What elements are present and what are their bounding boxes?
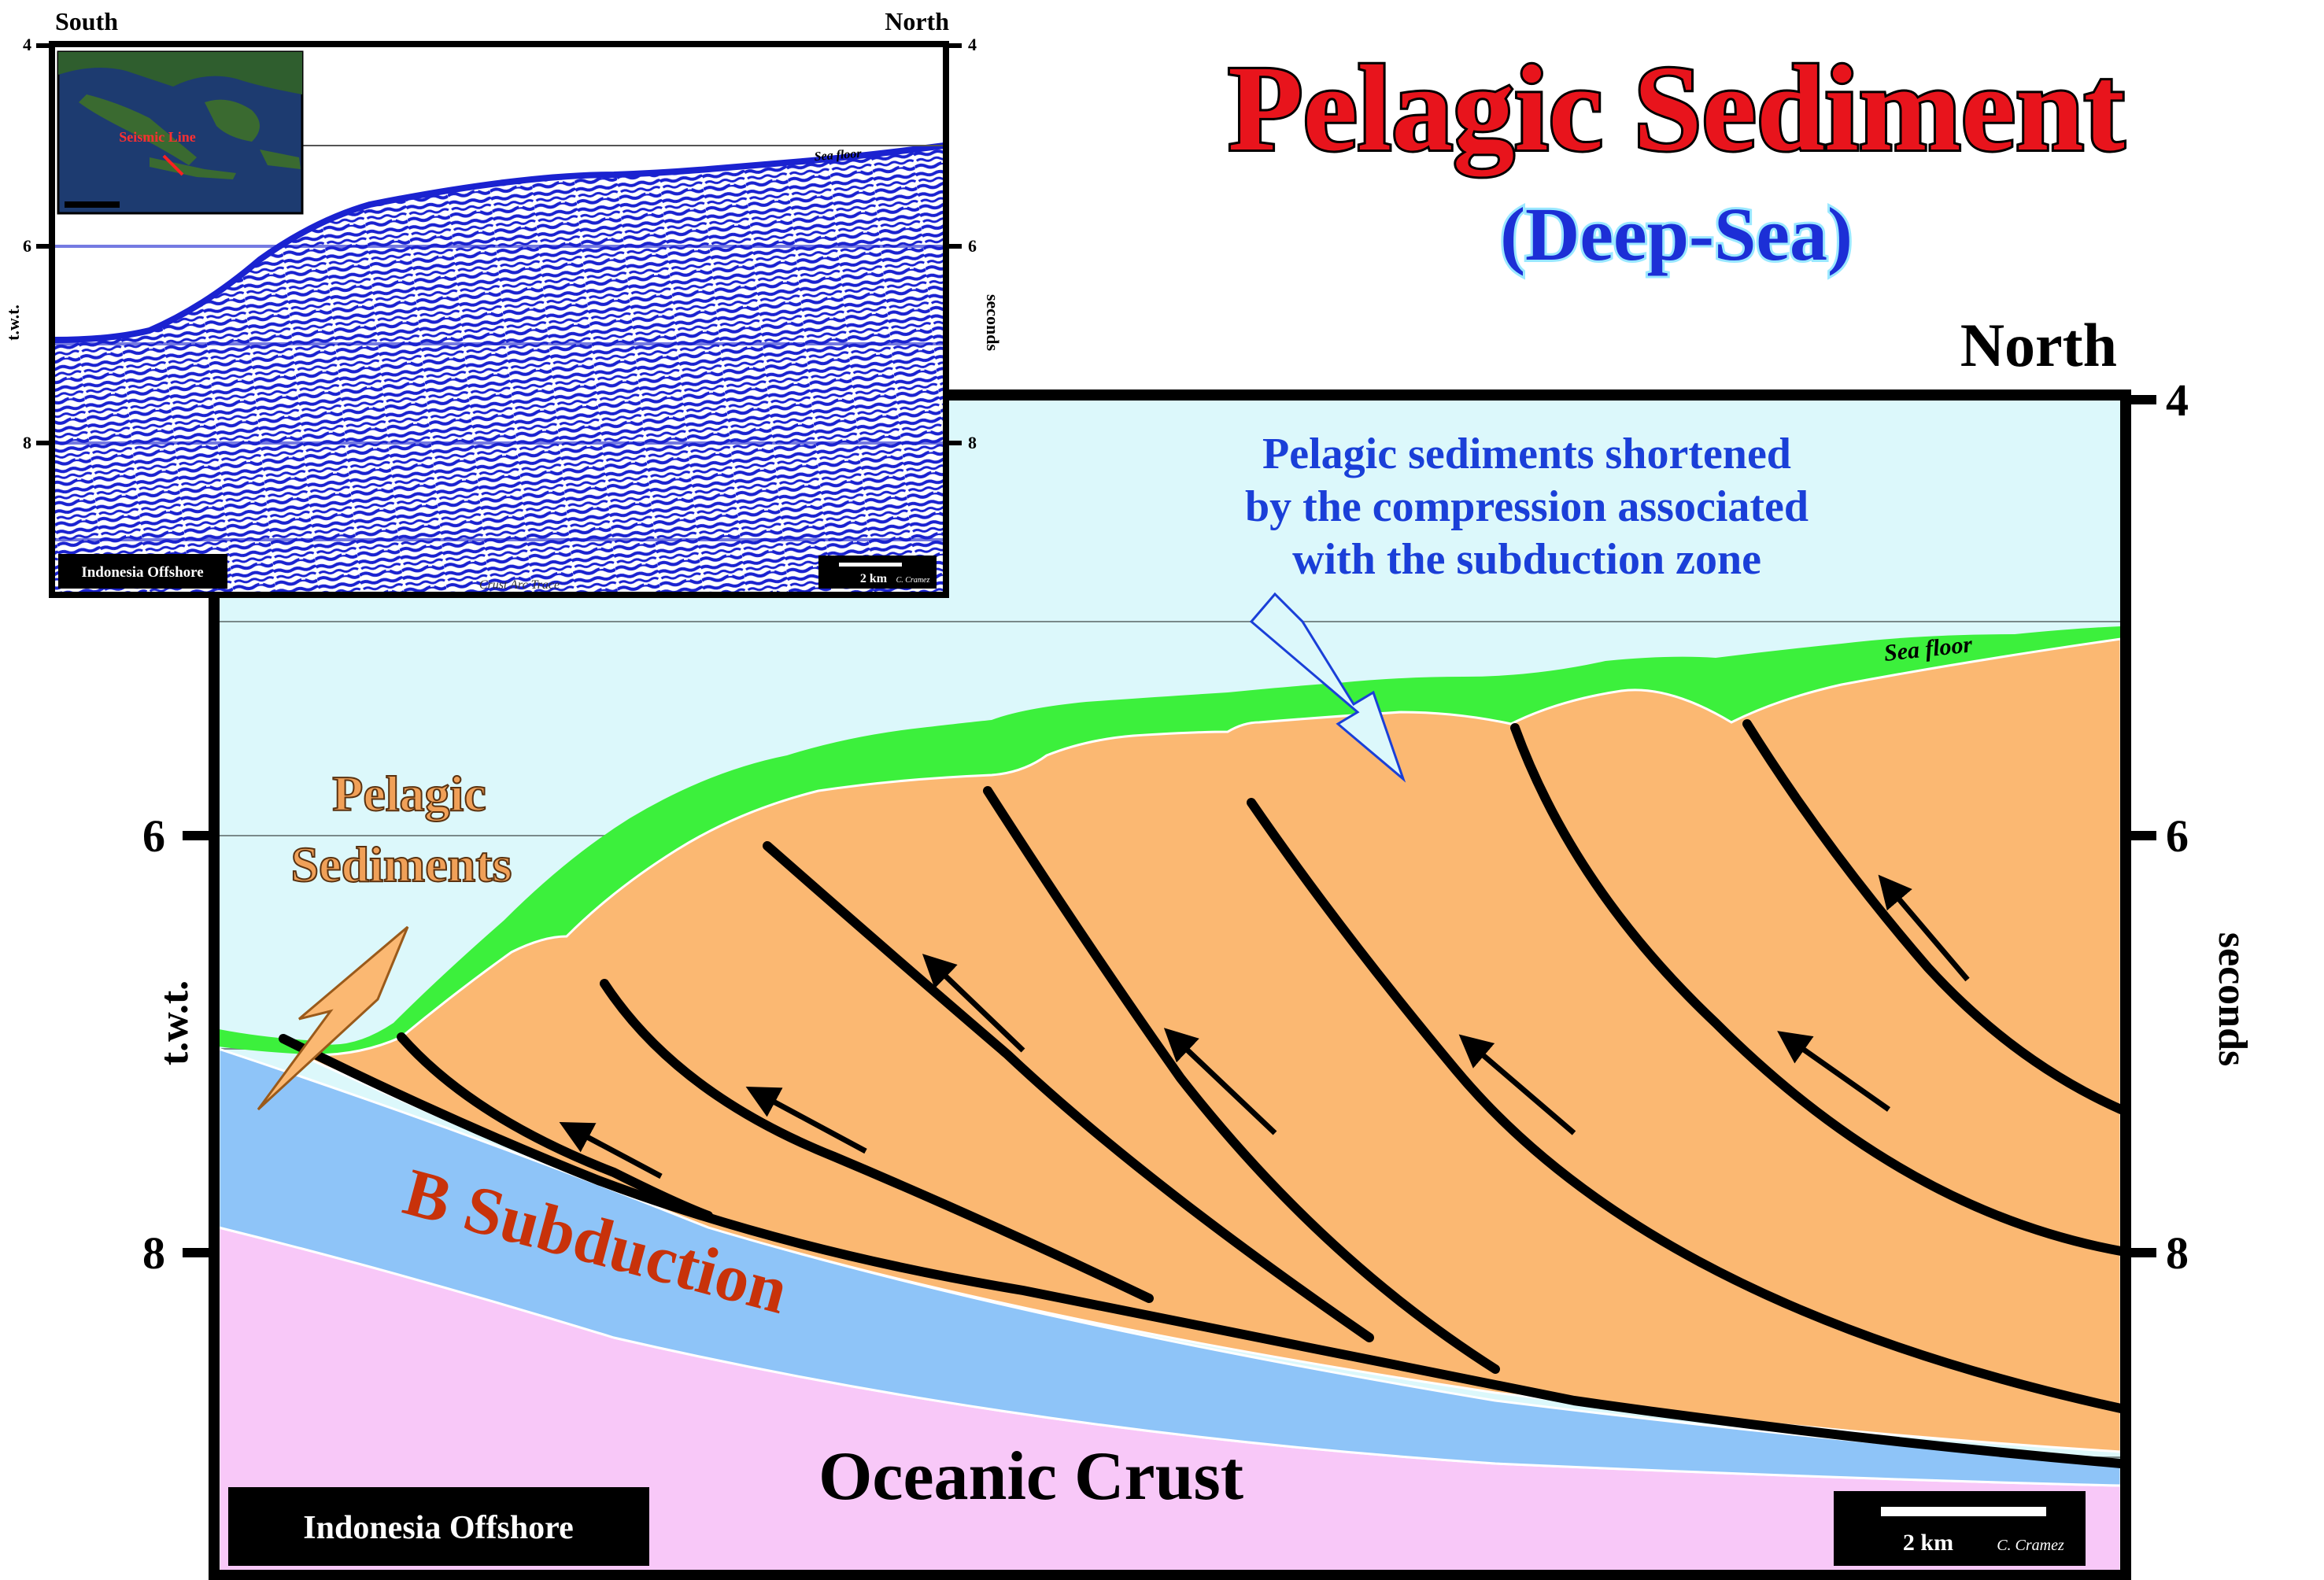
pelagic-pointer-arrow: [257, 925, 409, 1111]
axis-ticks: [183, 395, 2156, 1257]
axis-label-twt: t.w.t.: [152, 980, 197, 1065]
direction-label-north: North: [1960, 311, 2117, 379]
tick-label-left-8: 8: [142, 1227, 165, 1279]
inset-gridlines: [55, 245, 944, 541]
annotation-pointer-arrow: [1249, 592, 1406, 783]
thrust-fault-6: [1510, 723, 2126, 1256]
inset-seismic-section: Seismic Line Sea floor Indonesia Offshor…: [3, 7, 1003, 598]
motion-arrow-6: [1777, 1031, 1891, 1112]
credit-label: C. Cramez: [1997, 1537, 2064, 1554]
pelagic-label-line-2: Sediments: [291, 836, 512, 892]
motion-arrow-7: [1878, 874, 1970, 982]
map-seismic-line-label: Seismic Line: [119, 129, 196, 145]
thrust-fault-1: [397, 1032, 713, 1220]
pelagic-label-line-1: Pelagic: [332, 766, 486, 821]
thrust-fault-4: [983, 786, 1500, 1374]
inset-south-label: South: [55, 7, 118, 35]
inset-tick-right-6: 6: [968, 236, 977, 256]
tick-label-left-6: 6: [142, 810, 165, 862]
seismic-reflections: [55, 146, 944, 592]
page-subtitle: (Deep-Sea): [1500, 192, 1853, 276]
thrust-fault-7: [1742, 719, 2126, 1114]
location-badge: Indonesia Offshore: [228, 1487, 649, 1566]
inset-scale-bar: 2 km C. Cramez: [818, 556, 937, 589]
motion-arrow-2: [745, 1087, 867, 1154]
oceanic-crust-label: Oceanic Crust: [818, 1438, 1243, 1515]
thrust-fault-3: [763, 841, 1374, 1342]
location-map: Seismic Line: [57, 50, 304, 215]
thrust-fault-5: [1247, 798, 2126, 1413]
page-title: Pelagic Sediment: [1228, 40, 2125, 177]
inset-footer-label: Crust Arc Trace: [479, 578, 560, 592]
inset-scale-label: 2 km: [860, 572, 888, 585]
decollement-fault: [279, 1034, 2126, 1468]
scale-label: 2 km: [1903, 1530, 1953, 1556]
inset-tick-right-8: 8: [968, 433, 977, 452]
accretionary-wedge: [298, 637, 2123, 1453]
main-cross-section: 6 8 4 6 8 t.w.t. seconds North Pelagic s…: [142, 311, 2255, 1580]
thrust-faults: [279, 719, 2126, 1468]
motion-arrow-3: [922, 954, 1025, 1053]
inset-axis-label-seconds: seconds: [983, 294, 1003, 352]
tick-label-right-4: 4: [2166, 375, 2189, 426]
seismic-line-marker: [162, 154, 184, 176]
inset-location-badge: Indonesia Offshore: [58, 554, 227, 589]
inset-tick-right-4: 4: [968, 35, 977, 54]
inset-tick-left-8: 8: [23, 433, 31, 452]
annotation-line-3: with the subduction zone: [1292, 535, 1761, 584]
tick-label-right-6: 6: [2166, 810, 2189, 862]
inset-north-label: North: [885, 7, 949, 35]
inset-axis-ticks: [36, 43, 962, 445]
motion-arrow-4: [1163, 1028, 1277, 1135]
inset-frame: [49, 41, 949, 598]
seismic-sea-floor: [54, 142, 945, 343]
main-section-frame: [209, 389, 2131, 1580]
annotation-line-1: Pelagic sediments shortened: [1262, 430, 1791, 478]
inset-sea-floor-label: Sea floor: [814, 147, 863, 164]
axis-label-seconds: seconds: [2210, 932, 2255, 1066]
inset-location-label: Indonesia Offshore: [81, 564, 203, 581]
motion-arrow-1: [559, 1122, 663, 1179]
inset-credit-label: C. Cramez: [896, 576, 930, 585]
motion-arrow-5: [1458, 1034, 1576, 1135]
annotation-line-2: by the compression associated: [1245, 482, 1809, 531]
scale-bar: 2 km C. Cramez: [1834, 1491, 2086, 1566]
inset-tick-left-4: 4: [23, 35, 31, 54]
tick-label-right-8: 8: [2166, 1227, 2189, 1279]
thrust-motion-arrows: [559, 874, 1970, 1179]
inset-tick-left-6: 6: [23, 236, 31, 256]
location-label: Indonesia Offshore: [303, 1510, 573, 1546]
inset-axis-label-twt: t.w.t.: [3, 305, 23, 341]
thrust-fault-2: [600, 979, 1154, 1303]
title-block: Pelagic Sediment (Deep-Sea): [1225, 38, 2127, 279]
